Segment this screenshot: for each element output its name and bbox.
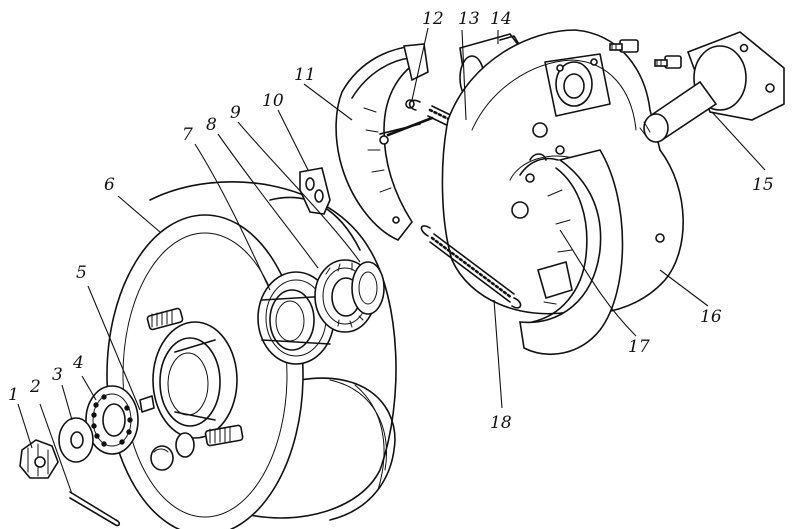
stub-axle	[639, 31, 785, 143]
callout-10: 10	[262, 91, 284, 111]
callout-13: 13	[458, 9, 480, 29]
callout-2: 2	[29, 377, 41, 397]
cotter-pin	[69, 491, 121, 527]
callout-3: 3	[52, 365, 63, 385]
mounting-bolt	[654, 55, 682, 69]
brake-drum	[106, 181, 397, 529]
lower-return-spring	[420, 225, 522, 309]
callout-6: 6	[104, 175, 115, 195]
callout-17: 17	[628, 337, 650, 357]
callout-7: 7	[182, 125, 193, 145]
callout-labels: 1 2 3 4 5 6 7 8 9 10 11 12 13 14 15 16 1…	[8, 9, 774, 433]
callout-16: 16	[700, 307, 722, 327]
castle-nut	[19, 439, 59, 479]
callout-5: 5	[76, 263, 87, 283]
adjuster-plate	[299, 167, 331, 215]
wheel-stud	[204, 424, 244, 447]
callout-18: 18	[490, 413, 512, 433]
outer-bearing	[85, 385, 155, 455]
callout-1: 1	[8, 385, 19, 405]
leader-lines	[17, 27, 766, 495]
mounting-bolt	[609, 39, 639, 53]
oil-seal	[351, 261, 385, 315]
callout-11: 11	[294, 65, 316, 85]
brake-shoe-right	[519, 149, 624, 355]
thrust-washer	[58, 417, 94, 463]
wheel-stud	[146, 307, 184, 331]
stud-hole	[175, 432, 195, 458]
callout-9: 9	[230, 103, 241, 123]
brake-shoe-left	[335, 43, 429, 241]
callout-4: 4	[72, 353, 84, 373]
callout-12: 12	[422, 9, 444, 29]
callout-14: 14	[490, 9, 512, 29]
callout-15: 15	[752, 175, 774, 195]
grease-cap	[150, 445, 174, 471]
callout-8: 8	[206, 115, 217, 135]
